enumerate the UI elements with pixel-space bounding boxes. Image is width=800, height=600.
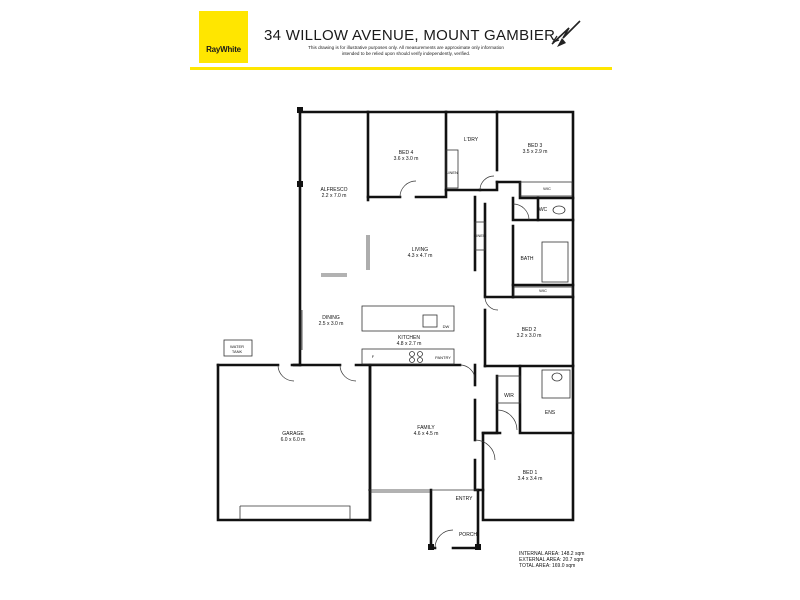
room-label-laundry: L'DRY: [463, 137, 479, 143]
room-label-bath: BATH: [520, 256, 534, 262]
dishwasher-label: DW: [442, 324, 450, 329]
logo-text: RayWhite: [206, 45, 241, 54]
room-label-bed2-wic: WIC: [539, 288, 547, 293]
area-summary: INTERNAL AREA: 148.2 sqm EXTERNAL AREA: …: [519, 551, 584, 570]
room-label-entry: ENTRY: [455, 496, 473, 502]
header-divider: [190, 67, 612, 70]
page-title: 34 WILLOW AVENUE, MOUNT GAMBIER: [264, 27, 556, 44]
room-label-pantry: PANTRY: [435, 355, 451, 360]
room-label-linen: LINEN: [446, 170, 458, 175]
raywhite-logo: RayWhite: [199, 11, 248, 63]
room-label-wir: WIR: [504, 393, 514, 399]
internal-area: INTERNAL AREA: 148.2 sqm: [519, 551, 585, 557]
room-label-bed3-wic: WIC: [543, 186, 551, 191]
room-label-linen-2: LINEN: [474, 233, 486, 238]
north-arrow-icon: [551, 20, 581, 47]
water-tank-label: WATER TANK: [230, 344, 244, 354]
fridge-label: F: [371, 354, 375, 359]
room-label-wc: WC: [538, 207, 548, 213]
total-area: TOTAL AREA: 169.0 sqm: [519, 563, 576, 570]
external-area: EXTERNAL AREA: 20.7 sqm: [519, 557, 584, 564]
room-label-porch: PORCH: [458, 532, 478, 538]
room-label-ensuite: ENS: [544, 410, 556, 416]
disclaimer-text: This drawing is for illustrative purpose…: [308, 45, 504, 56]
